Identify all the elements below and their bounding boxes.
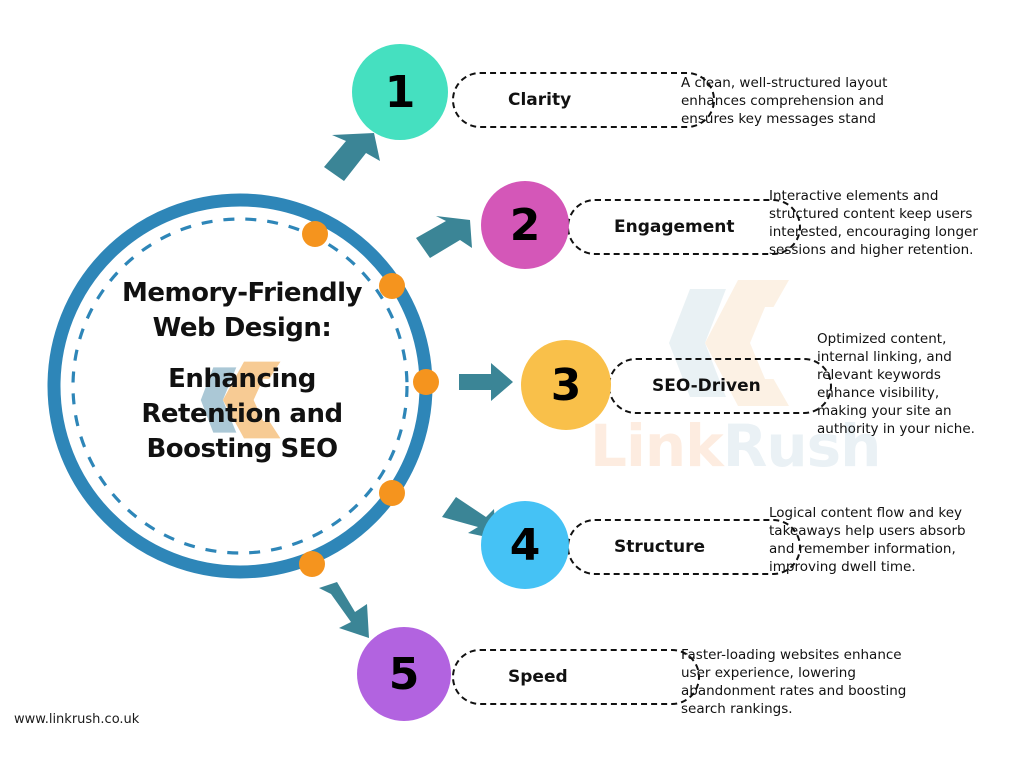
step-2-number-badge[interactable]: 2: [481, 181, 569, 269]
step-4-number-badge[interactable]: 4: [481, 501, 569, 589]
ring-node-dot-3: [413, 369, 439, 395]
step-2-description: Interactive elements and structured cont…: [769, 188, 978, 258]
step-3-number-badge[interactable]: 3: [521, 340, 611, 430]
step-1-number: 1: [384, 66, 416, 118]
center-title-line-1: Memory-Friendly: [122, 278, 362, 308]
center-title-line-5: Boosting SEO: [146, 434, 338, 464]
step-4-description: Logical content flow and key takeaways h…: [769, 505, 966, 575]
step-4-pill[interactable]: Structure: [567, 519, 801, 575]
central-ring-graphic: [47, 193, 439, 579]
ring-node-dot-2: [379, 273, 405, 299]
step-3-label: SEO-Driven: [652, 376, 761, 396]
linkrush-watermark-text: LinkRush: [590, 412, 882, 480]
connector-arrow-4-icon: [442, 497, 496, 539]
connector-arrow-5-icon: [319, 582, 369, 638]
step-3-pill[interactable]: SEO-Driven: [608, 358, 832, 414]
step-2-number: 2: [509, 199, 541, 251]
step-3-number: 3: [550, 359, 582, 411]
step-1-label: Clarity: [508, 90, 572, 110]
step-5-number: 5: [388, 648, 420, 700]
footer-website-url[interactable]: www.linkrush.co.uk: [14, 712, 140, 727]
ring-node-dot-1: [302, 221, 328, 247]
connector-arrow-3-icon: [459, 363, 513, 401]
step-1-number-badge[interactable]: 1: [352, 44, 448, 140]
connector-arrow-2-icon: [416, 216, 472, 258]
center-title-spacer: [92, 346, 392, 362]
step-2-pill[interactable]: Engagement: [567, 199, 801, 255]
step-1-pill[interactable]: Clarity: [452, 72, 715, 128]
step-2-label: Engagement: [614, 217, 735, 237]
watermark-brand-part-b: Rush: [722, 412, 882, 480]
step-5-label: Speed: [508, 667, 568, 687]
step-5-number-badge[interactable]: 5: [357, 627, 451, 721]
ring-node-dot-5: [299, 551, 325, 577]
center-logo-icon: [200, 361, 287, 439]
center-title: Memory-Friendly Web Design: Enhancing Re…: [92, 276, 392, 467]
step-1-description: A clean, well-structured layout enhances…: [681, 75, 888, 127]
connector-arrow-1-icon: [324, 133, 380, 181]
center-title-line-2: Web Design:: [152, 313, 332, 343]
ring-dashed-circle: [71, 217, 409, 555]
step-5-pill[interactable]: Speed: [452, 649, 700, 705]
step-4-label: Structure: [614, 537, 706, 557]
center-title-line-3: Enhancing: [168, 364, 316, 394]
step-5-description: Faster-loading websites enhance user exp…: [681, 647, 907, 717]
linkrush-watermark-logo-icon: [669, 280, 798, 406]
watermark-brand-part-a: Link: [590, 412, 724, 480]
step-4-number: 4: [509, 519, 541, 571]
step-3-description: Optimized content, internal linking, and…: [817, 331, 975, 437]
center-title-line-4: Retention and: [141, 399, 343, 429]
ring-node-dot-4: [379, 480, 405, 506]
